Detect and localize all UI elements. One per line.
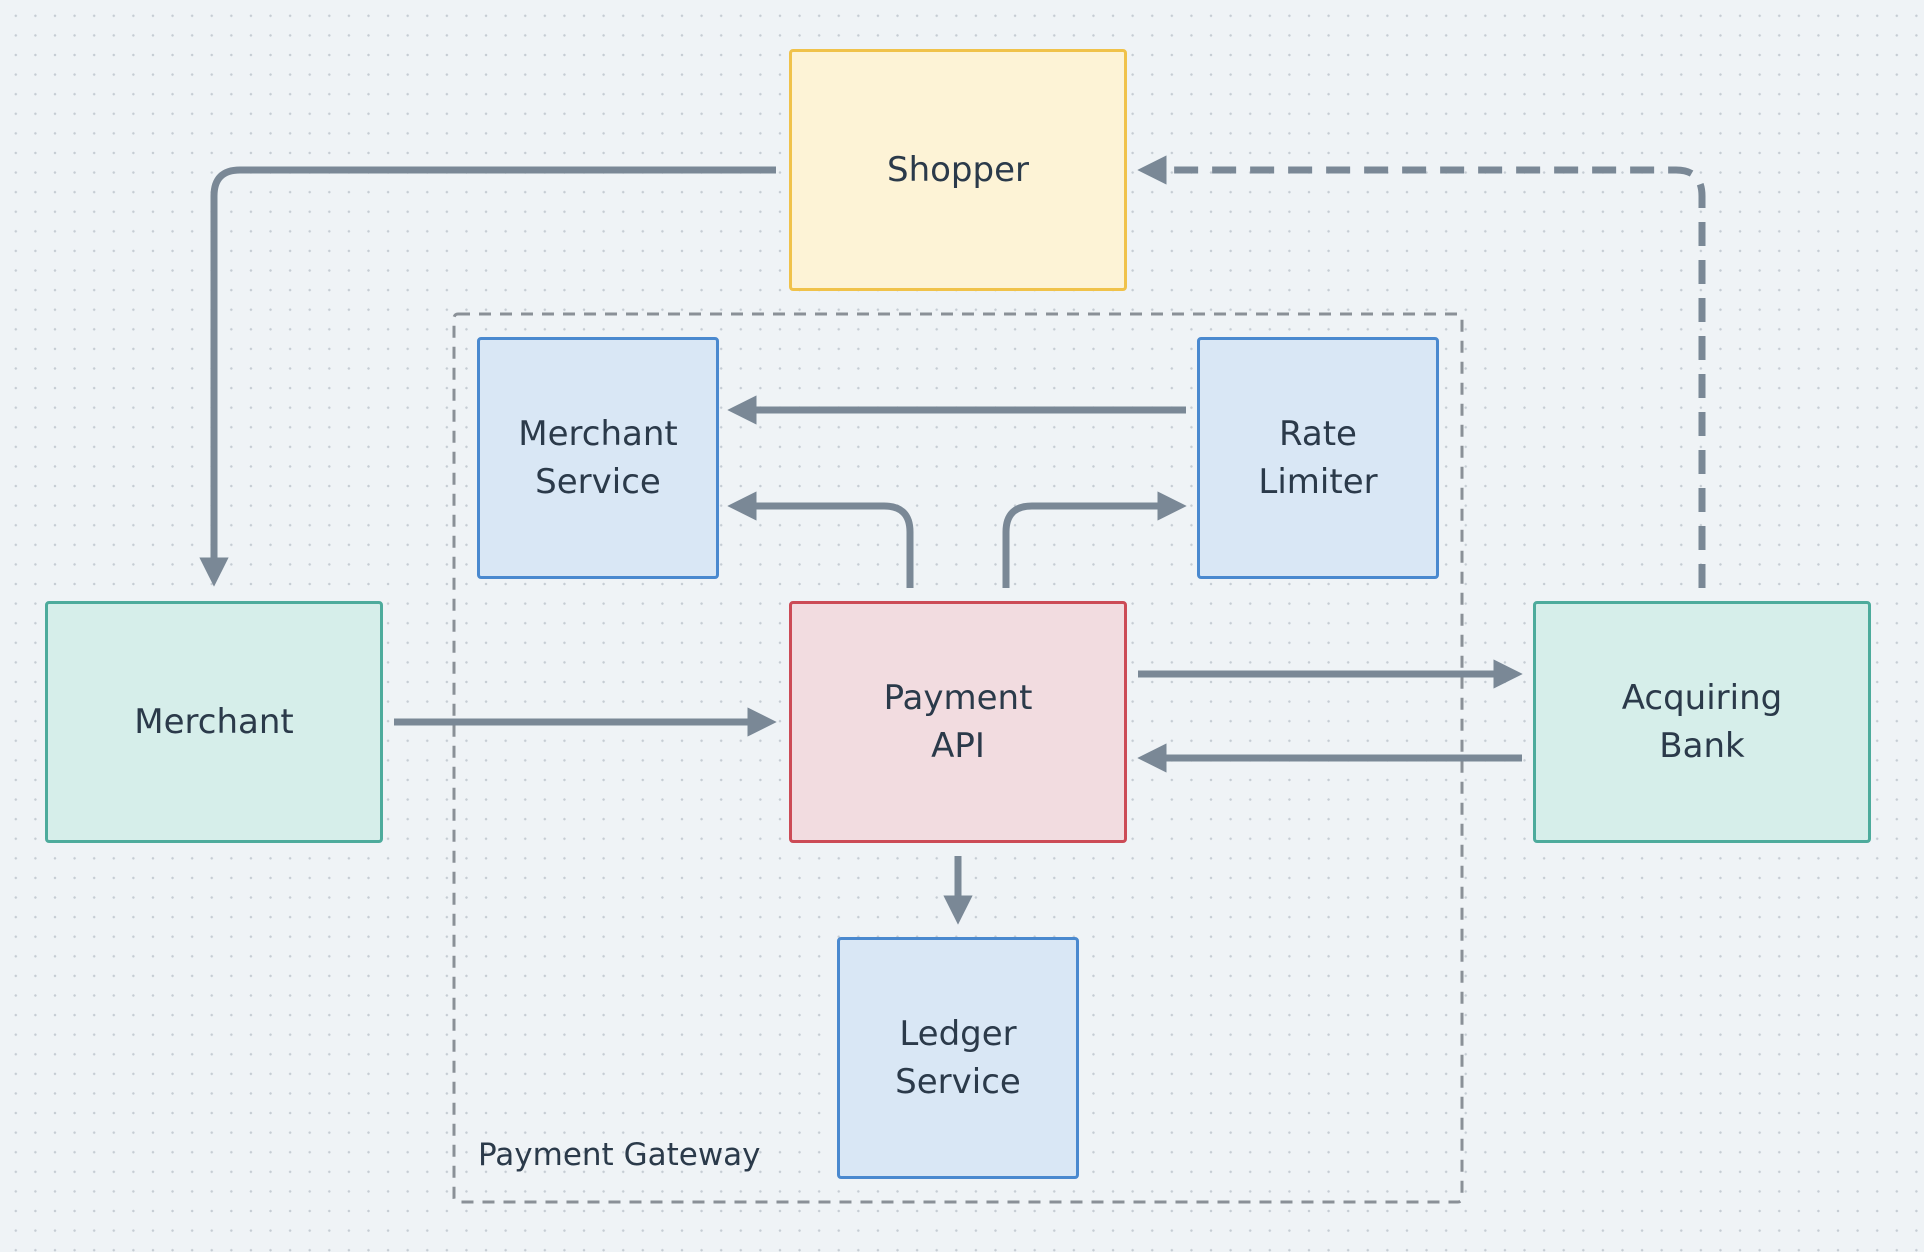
edge-shopper-to-merchant xyxy=(199,166,776,587)
payment-api-node[interactable]: Payment API xyxy=(789,601,1127,843)
merchant-service-node[interactable]: Merchant Service xyxy=(477,337,719,579)
acquiring-bank-node[interactable]: Acquiring Bank xyxy=(1533,601,1871,843)
merchant-node[interactable]: Merchant xyxy=(45,601,383,843)
ledger-service-label: Ledger Service xyxy=(895,1014,1021,1102)
shopper-node[interactable]: Shopper xyxy=(789,49,1127,291)
shopper-label: Shopper xyxy=(887,150,1029,190)
edge-acquiring-bank-to-shopper xyxy=(1137,155,1706,588)
edge-payment-api-to-rate-limiter xyxy=(1002,491,1187,588)
payment-gateway-group-label: Payment Gateway xyxy=(478,1137,761,1173)
payment-api-label: Payment API xyxy=(883,678,1033,766)
acquiring-bank-label: Acquiring Bank xyxy=(1621,678,1783,766)
rate-limiter-label: Rate Limiter xyxy=(1258,414,1378,502)
edge-payment-api-to-merchant-service xyxy=(727,491,914,588)
rate-limiter-node[interactable]: Rate Limiter xyxy=(1197,337,1439,579)
ledger-service-node[interactable]: Ledger Service xyxy=(837,937,1079,1179)
merchant-label: Merchant xyxy=(134,702,294,742)
merchant-service-label: Merchant Service xyxy=(518,414,678,502)
